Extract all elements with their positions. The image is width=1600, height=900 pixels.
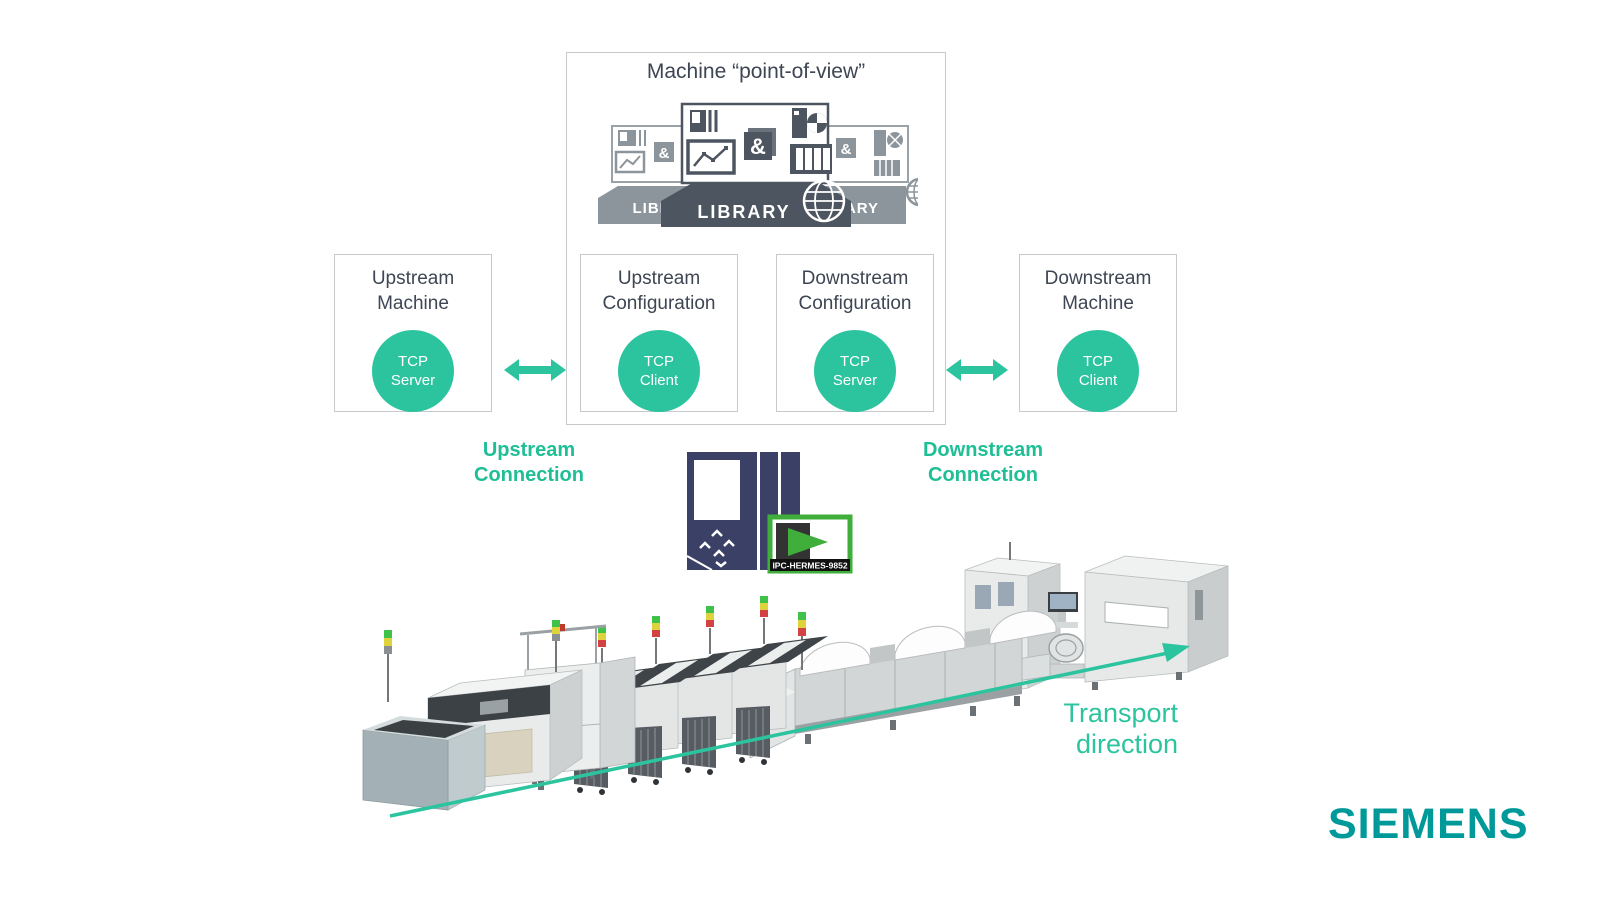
- signal-tower-icon: [652, 616, 660, 664]
- server-disc-icon: [874, 130, 903, 176]
- hermes-badge-label: IPC-HERMES-9852: [772, 561, 847, 571]
- bidirectional-arrow-icon: [504, 359, 566, 381]
- upstream-machine-box: Upstream Machine TCP Server: [334, 254, 492, 412]
- signal-tower-icon: [706, 606, 714, 654]
- connection-label-line: Connection: [928, 464, 1038, 486]
- box-title-line: Configuration: [798, 293, 912, 314]
- transport-label-line: Transport: [1063, 698, 1178, 728]
- signal-tower-icon: [552, 620, 560, 672]
- tcp-server-circle: TCP Server: [372, 330, 454, 412]
- controller-icon: [690, 110, 718, 132]
- hermes-badge: IPC-HERMES-9852: [767, 514, 853, 574]
- tcp-label-line: Client: [1078, 372, 1118, 389]
- arrow-keypad-icon: [699, 529, 735, 568]
- upstream-connection-label: Upstream Connection: [419, 438, 639, 488]
- document-stack-icon: &: [654, 142, 674, 162]
- downstream-machine-title: Downstream Machine: [1020, 266, 1176, 316]
- siemens-logo: SIEMENS: [1328, 800, 1529, 848]
- ampersand-stack-icon: &: [744, 128, 776, 160]
- downstream-configuration-box: Downstream Configuration TCP Server: [776, 254, 934, 412]
- ampersand-icon: &: [659, 145, 670, 162]
- monitor-icon-small: [618, 130, 646, 146]
- globe-icon-center: [802, 179, 846, 223]
- signal-tower-icon: [760, 596, 768, 644]
- monitor-icon: [1048, 592, 1078, 628]
- box-title-line: Configuration: [602, 293, 716, 314]
- library-graphic: & ARY: [598, 102, 918, 227]
- globe-icon-right: [905, 177, 918, 207]
- tcp-label-line: Client: [639, 372, 679, 389]
- box-title-line: Downstream: [801, 268, 909, 289]
- chart-icon: [686, 139, 736, 175]
- placement-module: [673, 606, 774, 775]
- ampersand-icon: &: [750, 134, 766, 159]
- transport-direction-label: Transport direction: [958, 698, 1178, 760]
- board-bin-cart: [362, 716, 486, 811]
- box-title-line: Downstream: [1044, 268, 1152, 289]
- library-center-label: LIBRARY: [697, 202, 790, 222]
- signal-tower-icon: [384, 630, 392, 702]
- transport-label-line: direction: [1075, 729, 1178, 759]
- machine-pov-title: Machine “point-of-view”: [646, 60, 866, 83]
- panel-window: [694, 460, 740, 520]
- end-of-line-machine: [1084, 555, 1229, 690]
- library-banner-center: [661, 182, 851, 227]
- server-disc-icon: [792, 108, 827, 138]
- downstream-machine-box: Downstream Machine TCP Client: [1019, 254, 1177, 412]
- document-stack-icon: &: [836, 138, 856, 158]
- hermes-arrow-icon: [788, 528, 828, 556]
- rack-icon: [790, 144, 832, 174]
- smt-line-illustration: [362, 542, 1229, 818]
- tcp-label-line: TCP: [840, 353, 870, 370]
- connection-label-line: Downstream: [922, 439, 1044, 461]
- chart-icon-small: [614, 150, 646, 174]
- tcp-label-line: TCP: [1083, 353, 1113, 370]
- transport-arrow-icon: [389, 643, 1190, 818]
- ampersand-icon: &: [841, 141, 852, 158]
- box-title-line: Upstream: [617, 268, 701, 289]
- downstream-connection-label: Downstream Connection: [873, 438, 1093, 488]
- tcp-label-line: Server: [390, 372, 436, 389]
- upstream-machine-title: Upstream Machine: [335, 266, 491, 316]
- tcp-label-line: TCP: [398, 353, 428, 370]
- upstream-configuration-box: Upstream Configuration TCP Client: [580, 254, 738, 412]
- connection-label-line: Connection: [474, 464, 584, 486]
- library-right-label: ARY: [845, 200, 879, 217]
- bidirectional-arrow-icon: [946, 359, 1008, 381]
- tcp-client-circle: TCP Client: [618, 330, 700, 412]
- hermes-machine-graphic: IPC-HERMES-9852: [686, 452, 853, 574]
- upstream-configuration-title: Upstream Configuration: [581, 266, 737, 316]
- tcp-server-circle: TCP Server: [814, 330, 896, 412]
- tcp-label-line: Server: [832, 372, 878, 389]
- box-title-line: Machine: [377, 293, 449, 314]
- box-title-line: Machine: [1062, 293, 1134, 314]
- machine-front-panel: [686, 452, 800, 571]
- box-title-line: Upstream: [371, 268, 455, 289]
- tcp-client-circle: TCP Client: [1057, 330, 1139, 412]
- downstream-configuration-title: Downstream Configuration: [777, 266, 933, 316]
- library-card-center: & LIBRARY: [661, 102, 851, 227]
- connection-label-line: Upstream: [482, 439, 576, 461]
- tcp-label-line: TCP: [644, 353, 674, 370]
